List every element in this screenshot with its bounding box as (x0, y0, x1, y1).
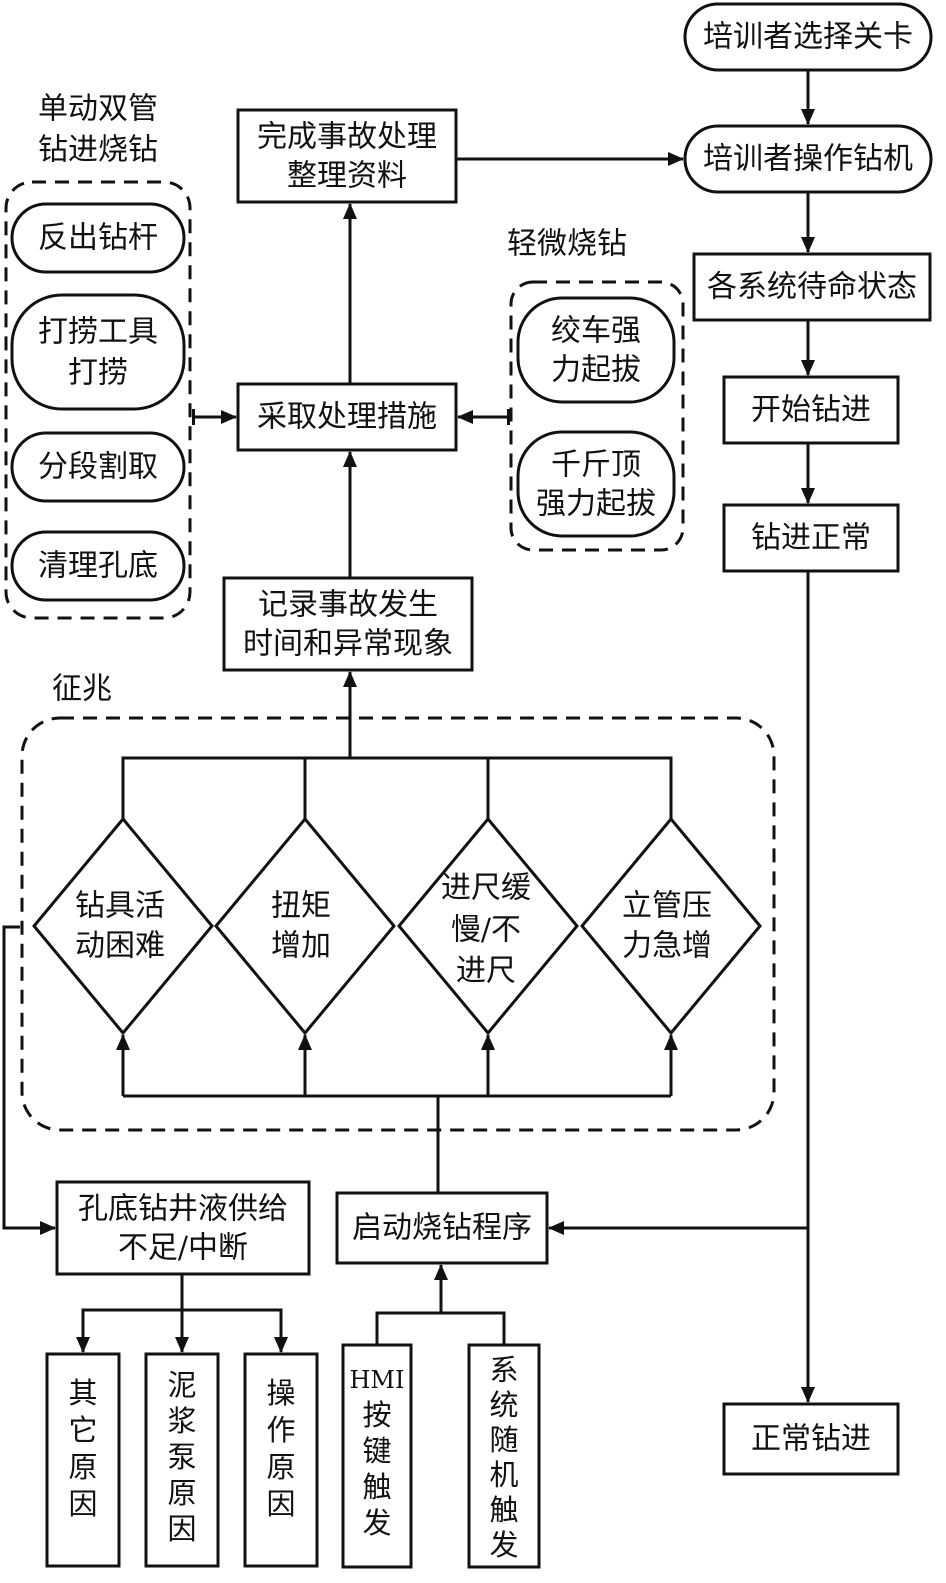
sign-standpipe-pressure: 立管压 力急增 (580, 816, 762, 1036)
svg-text:强力起拔: 强力起拔 (536, 487, 656, 522)
svg-text:慢/不: 慢/不 (451, 913, 521, 948)
svg-text:作: 作 (266, 1413, 295, 1447)
svg-text:采取处理措施: 采取处理措施 (257, 400, 437, 435)
svg-text:打捞工具: 打捞工具 (38, 315, 158, 350)
node-start-program: 启动烧钻程序 (335, 1191, 549, 1265)
svg-text:反出钻杆: 反出钻杆 (38, 221, 158, 256)
svg-text:发: 发 (362, 1506, 391, 1540)
svg-text:进尺缓: 进尺缓 (441, 871, 531, 906)
svg-text:增加: 增加 (271, 929, 331, 964)
svg-text:按: 按 (362, 1398, 391, 1432)
node-operate-rig: 培训者操作钻机 (683, 124, 933, 194)
svg-text:启动烧钻程序: 启动烧钻程序 (352, 1211, 532, 1246)
svg-text:发: 发 (489, 1528, 518, 1562)
svg-text:清理孔底: 清理孔底 (38, 549, 158, 584)
svg-text:触: 触 (362, 1470, 391, 1504)
svg-text:培训者选择关卡: 培训者选择关卡 (703, 20, 913, 55)
svg-text:整理资料: 整理资料 (287, 159, 407, 194)
severe-item-clean-bottom: 清理孔底 (10, 530, 186, 602)
node-complete-handling: 完成事故处理 整理资料 (236, 108, 458, 204)
node-standby: 各系统待命状态 (692, 252, 932, 322)
svg-text:扭矩: 扭矩 (271, 889, 331, 924)
node-random-trigger: 系 统 随 机 触 发 (467, 1343, 541, 1569)
node-select-level: 培训者选择关卡 (683, 2, 933, 72)
signs-group-box (20, 716, 776, 1132)
svg-text:不足/中断: 不足/中断 (118, 1231, 248, 1266)
svg-text:原: 原 (266, 1450, 295, 1484)
node-operation-causes: 操 作 原 因 (243, 1352, 319, 1568)
svg-text:完成事故处理: 完成事故处理 (257, 120, 437, 155)
svg-text:各系统待命状态: 各系统待命状态 (707, 270, 917, 305)
svg-text:统: 统 (489, 1388, 518, 1422)
node-normal-drilling: 正常钻进 (722, 1402, 900, 1476)
minor-group-title: 轻微烧钻 (507, 227, 627, 262)
svg-text:孔底钻井液供给: 孔底钻井液供给 (78, 1192, 288, 1227)
svg-text:原: 原 (68, 1450, 97, 1484)
svg-text:开始钻进: 开始钻进 (751, 393, 871, 428)
node-drilling-normal: 钻进正常 (722, 503, 900, 573)
svg-text:因: 因 (68, 1487, 97, 1521)
severe-group-title-line-2: 钻进烧钻 (38, 133, 158, 168)
svg-text:力急增: 力急增 (622, 929, 712, 964)
svg-text:打捞: 打捞 (68, 356, 128, 391)
svg-text:进尺: 进尺 (456, 954, 516, 989)
severe-item-back-off-rods: 反出钻杆 (10, 202, 186, 274)
svg-text:系: 系 (489, 1353, 518, 1387)
severe-item-fishing-tool: 打捞工具 打捞 (10, 293, 186, 411)
svg-text:时间和异常现象: 时间和异常现象 (243, 627, 453, 662)
node-pump-causes: 泥 浆 泵 原 因 (144, 1352, 220, 1568)
signs-group-title: 征兆 (52, 672, 112, 707)
svg-text:钻进正常: 钻进正常 (751, 521, 871, 556)
svg-text:原: 原 (167, 1476, 196, 1510)
node-other-causes: 其 它 原 因 (45, 1352, 121, 1568)
node-take-measures: 采取处理措施 (236, 382, 458, 452)
minor-item-jack-pull: 千斤顶 强力起拔 (516, 430, 676, 538)
svg-text:立管压: 立管压 (622, 889, 712, 924)
svg-text:键: 键 (362, 1434, 391, 1468)
severe-item-section-cutting: 分段割取 (10, 431, 186, 503)
svg-text:因: 因 (167, 1512, 196, 1546)
svg-text:因: 因 (266, 1487, 295, 1521)
svg-text:动困难: 动困难 (75, 929, 165, 964)
node-insufficient-fluid: 孔底钻井液供给 不足/中断 (55, 1180, 311, 1276)
svg-text:其: 其 (68, 1376, 97, 1410)
connectors (2, 70, 815, 1403)
svg-text:绞车强: 绞车强 (551, 314, 641, 349)
minor-item-winch-pull: 绞车强 力起拔 (516, 296, 676, 404)
sign-torque-increase: 扭矩 增加 (214, 816, 396, 1036)
svg-text:机: 机 (489, 1458, 518, 1492)
svg-text:分段割取: 分段割取 (38, 450, 158, 485)
svg-text:浆: 浆 (167, 1404, 196, 1438)
svg-text:千斤顶: 千斤顶 (551, 448, 641, 483)
severe-group-title-line-1: 单动双管 (38, 92, 158, 127)
sign-slow-footage: 进尺缓 慢/不 进尺 (397, 816, 579, 1036)
sign-drill-tool-stuck: 钻具活 动困难 (32, 816, 214, 1036)
svg-text:正常钻进: 正常钻进 (751, 1422, 871, 1457)
svg-text:培训者操作钻机: 培训者操作钻机 (703, 142, 913, 177)
svg-text:泥: 泥 (167, 1368, 196, 1402)
svg-text:触: 触 (489, 1493, 518, 1527)
minor-group-box (509, 280, 685, 552)
svg-text:钻具活: 钻具活 (75, 889, 165, 924)
node-start-drilling: 开始钻进 (722, 375, 900, 445)
svg-text:泵: 泵 (167, 1440, 196, 1474)
svg-text:记录事故发生: 记录事故发生 (258, 588, 438, 623)
svg-text:力起拔: 力起拔 (551, 353, 641, 388)
node-record-accident: 记录事故发生 时间和异常现象 (222, 576, 474, 672)
svg-text:HMI: HMI (350, 1366, 405, 1394)
svg-text:它: 它 (68, 1413, 97, 1447)
svg-text:随: 随 (489, 1423, 518, 1457)
svg-text:操: 操 (266, 1376, 295, 1410)
node-hmi-trigger: HMI 按 键 触 发 (341, 1343, 413, 1569)
